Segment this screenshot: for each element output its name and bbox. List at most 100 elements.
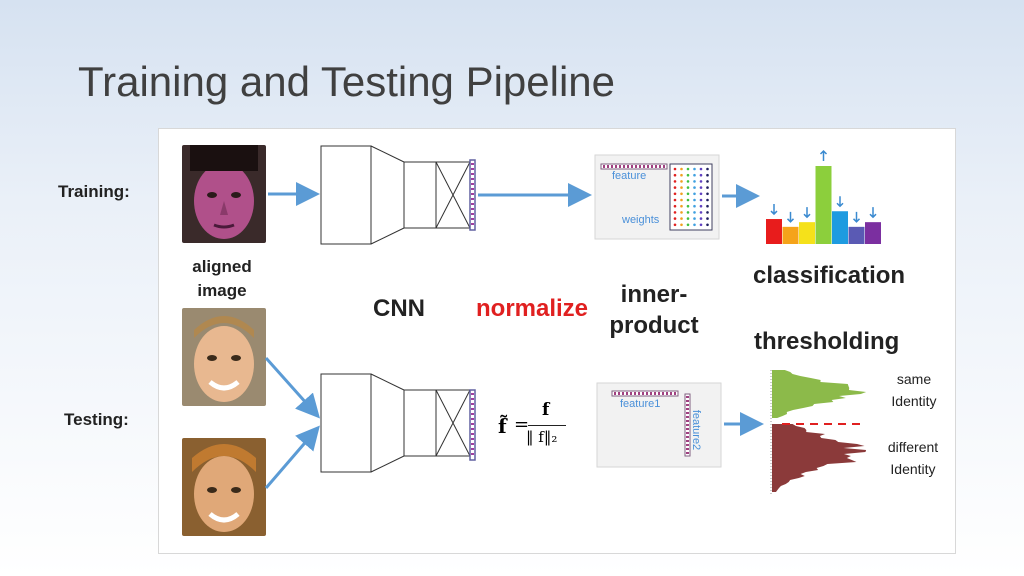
weight-dot	[693, 173, 696, 177]
weight-dot	[680, 186, 683, 189]
weight-dot	[693, 217, 696, 220]
different-identity-histogram	[772, 424, 867, 492]
weight-dot	[693, 198, 696, 202]
weights-label: weights	[622, 214, 660, 226]
feature-vector-training	[469, 159, 476, 231]
weight-dot	[686, 173, 690, 177]
aligned-image-line-1: aligned	[192, 257, 252, 276]
same-identity-line-2: Identity	[891, 393, 937, 409]
testing-face-image-1	[182, 308, 266, 406]
feature2-label: feature2	[690, 409, 703, 451]
weight-dot	[686, 167, 690, 171]
inner-product-line-2: product	[609, 312, 699, 339]
weight-dot	[706, 217, 709, 220]
classification-bar	[815, 166, 832, 244]
weight-dot	[706, 198, 709, 202]
weight-dot	[680, 217, 683, 220]
classification-bar	[766, 219, 782, 244]
feature1-label: feature1	[620, 398, 661, 410]
feature2-column	[684, 393, 691, 457]
different-identity-line-1: different	[887, 439, 939, 455]
weight-dot	[680, 211, 683, 214]
weight-dot	[686, 192, 690, 196]
weight-dot	[693, 204, 696, 208]
feature-row-training	[600, 163, 668, 170]
weight-dot	[673, 173, 677, 177]
weight-dot	[706, 211, 709, 214]
weight-dot	[673, 180, 677, 183]
weight-dot	[686, 180, 690, 183]
weight-dot	[699, 204, 703, 208]
classification-bar	[832, 211, 848, 244]
thresholding-label: thresholding	[754, 328, 900, 355]
formula-lhs: f̃	[498, 414, 507, 438]
weight-dot	[699, 192, 703, 196]
weight-dot	[693, 211, 696, 214]
classification-bars	[766, 149, 881, 244]
cnn-label: CNN	[373, 295, 425, 322]
weight-dot	[686, 198, 690, 202]
weight-dot	[706, 192, 709, 196]
weight-dot	[706, 186, 709, 189]
formula-numerator: f	[542, 400, 550, 420]
weight-dot	[673, 192, 677, 196]
weight-dot	[693, 186, 696, 189]
weight-dot	[699, 223, 703, 227]
weight-dot	[680, 204, 683, 208]
cnn-testing-shape	[320, 373, 471, 473]
weight-dot	[706, 223, 709, 227]
weight-dot	[686, 217, 690, 220]
weight-dot	[686, 204, 690, 208]
feature-label: feature	[612, 170, 647, 182]
weight-dot	[680, 198, 683, 202]
weight-dot	[693, 192, 696, 196]
weight-dot	[673, 167, 677, 171]
weight-dot	[673, 198, 677, 202]
weight-dot	[680, 180, 683, 183]
weight-dot	[673, 211, 677, 214]
weight-dot	[686, 223, 690, 227]
arrow-down-icon	[786, 211, 795, 223]
formula-denominator: ‖ f‖₂	[526, 428, 558, 446]
weight-dot	[699, 173, 703, 177]
arrow-face1-to-cnn-testing	[264, 357, 320, 419]
weight-dot	[686, 211, 690, 214]
testing-face-image-2	[182, 438, 266, 536]
classification-label: classification	[753, 262, 906, 289]
classification-bar	[799, 222, 815, 244]
weight-dot	[699, 198, 703, 202]
training-face-image	[182, 145, 266, 243]
arrow-down-icon	[803, 207, 811, 219]
arrow-up-icon	[819, 149, 828, 161]
same-identity-histogram	[772, 370, 867, 418]
weight-dot	[693, 180, 696, 183]
weight-dot	[673, 223, 677, 227]
different-identity-label: different Identity	[872, 436, 954, 480]
weights-matrix	[669, 163, 713, 231]
classification-bar	[782, 226, 799, 244]
normalize-label: normalize	[476, 295, 589, 322]
aligned-image-label: aligned image	[186, 255, 258, 303]
inner-product-line-1: inner-	[620, 281, 688, 308]
weight-dot	[680, 223, 683, 227]
cnn-training-shape	[320, 145, 471, 245]
weight-dot	[680, 167, 683, 171]
weight-dot	[680, 192, 683, 196]
arrow-down-icon	[770, 204, 778, 216]
weight-dot	[706, 173, 709, 177]
formula-equals: =	[514, 414, 530, 435]
arrow-down-icon	[852, 211, 861, 223]
weight-dot	[686, 186, 690, 189]
different-identity-line-2: Identity	[890, 461, 936, 477]
weight-dot	[706, 204, 709, 208]
feature-vector-testing	[469, 389, 476, 461]
testing-label: Testing:	[64, 410, 129, 429]
weight-dot	[693, 167, 696, 171]
inner-product-testing-box	[596, 382, 722, 468]
weight-dot	[693, 223, 696, 227]
weights-matrix-dots	[673, 167, 709, 227]
normalize-formula: f̃ = f ‖ f‖₂	[496, 400, 576, 460]
weight-dot	[699, 186, 703, 189]
page-title: Training and Testing Pipeline	[78, 58, 616, 105]
same-identity-label: same Identity	[874, 368, 954, 412]
